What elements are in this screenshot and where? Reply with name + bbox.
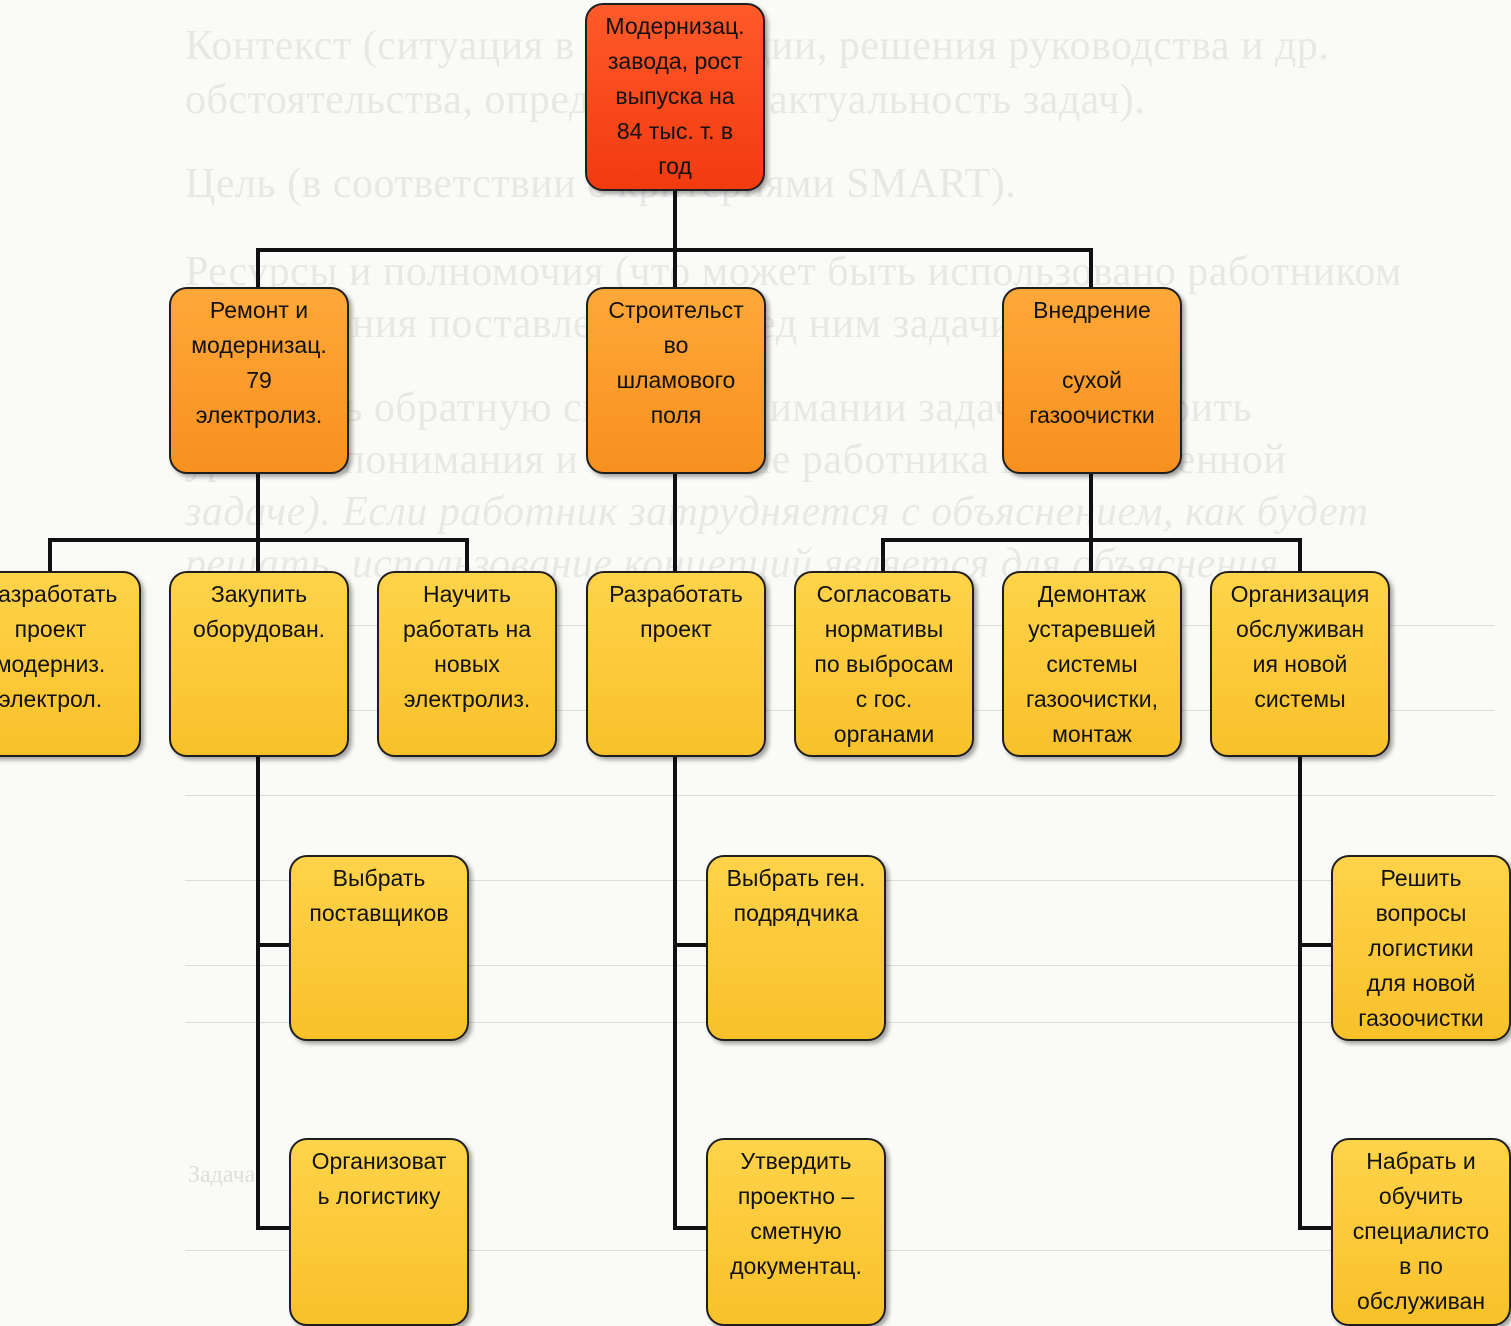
task-node: Научить работать на новых электролиз. <box>377 571 557 757</box>
task-node: Демонтаж устаревшей системы газоочистки,… <box>1002 571 1182 757</box>
connector-branch1-to-tasks <box>48 473 469 572</box>
task-node: Организация обслуживан ия новой системы <box>1210 571 1390 757</box>
subtask-node: Организоват ь логистику <box>289 1138 469 1326</box>
connector-task-to-subtasks <box>256 755 290 1230</box>
task-node: Разработать проект <box>586 571 766 757</box>
connector-root-to-branches <box>256 190 1093 288</box>
task-node: Согласовать нормативы по выбросам с гос.… <box>794 571 974 757</box>
task-node: Закупить оборудован. <box>169 571 349 757</box>
subtask-node: Утвердить проектно – сметную документац. <box>706 1138 886 1326</box>
connector-task-to-subtasks <box>673 755 707 1230</box>
root-goal-node: Модернизац. завода, рост выпуска на 84 т… <box>585 3 765 191</box>
connector-branch3-to-tasks <box>881 473 1302 572</box>
branch-node-electrolysis: Ремонт и модернизац. 79 электролиз. <box>169 287 349 474</box>
subtask-node: Выбрать поставщиков <box>289 855 469 1041</box>
subtask-node: Решить вопросы логистики для новой газоо… <box>1331 855 1511 1041</box>
task-node: Разработать проект модерниз. электрол. <box>0 571 141 757</box>
branch-node-dry-gas-cleaning: Внедрение сухой газоочистки <box>1002 287 1182 474</box>
branch-node-sludge-field: Строительст во шламового поля <box>586 287 766 474</box>
subtask-node: Выбрать ген. подрядчика <box>706 855 886 1041</box>
connector-task-to-subtasks <box>1298 755 1332 1230</box>
subtask-node: Набрать и обучить специалисто в по обслу… <box>1331 1138 1511 1326</box>
